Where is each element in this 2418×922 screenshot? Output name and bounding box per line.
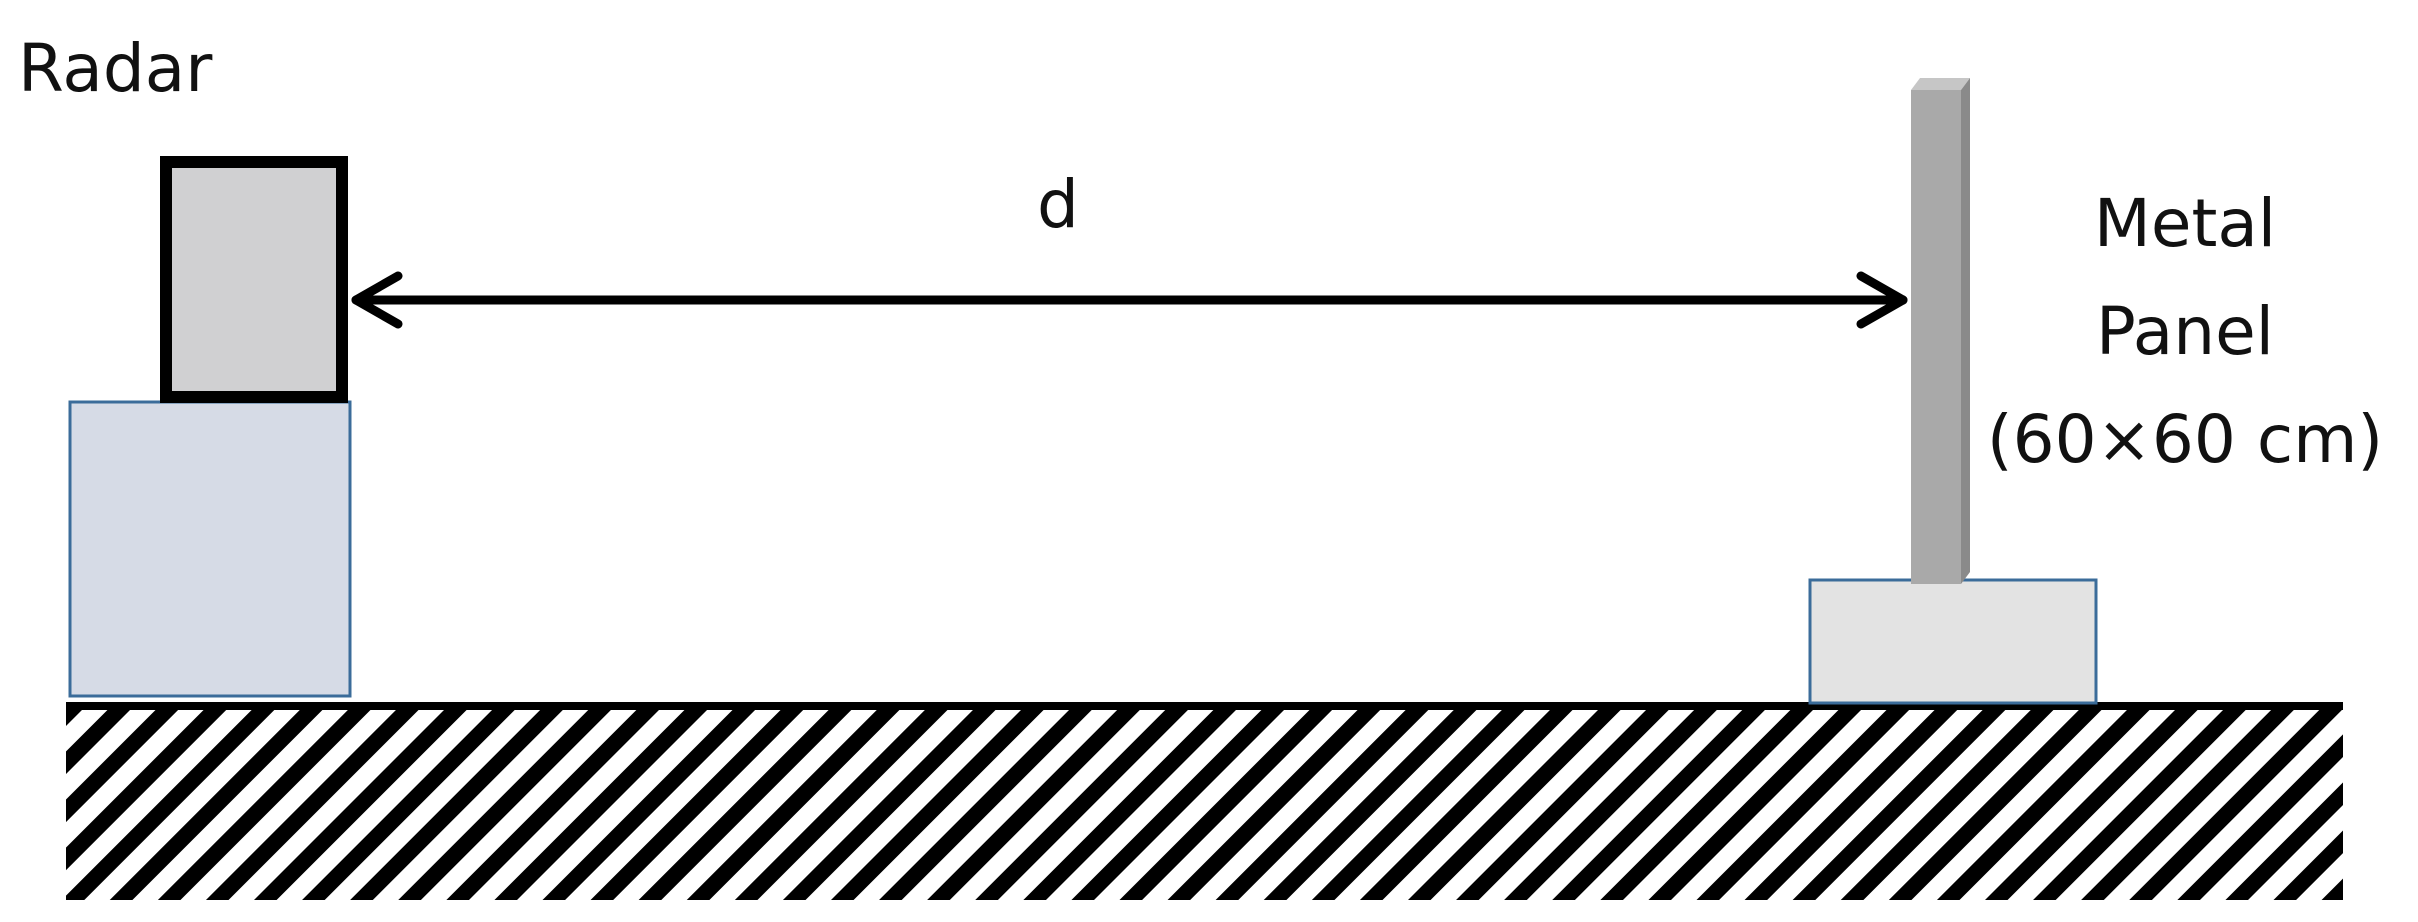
distance-arrow-head-right — [1856, 271, 1908, 329]
distance-arrow — [351, 271, 1908, 329]
metal-panel-side — [1961, 78, 1970, 584]
ground — [66, 702, 2343, 900]
metal-panel-face — [1911, 90, 1961, 584]
metal-panel-size-label: (60×60 cm) — [1986, 401, 2384, 478]
distance-arrow-head-left — [351, 271, 403, 329]
radar-stand — [68, 400, 352, 698]
metal-panel-label-line1: Metal — [2093, 185, 2277, 262]
ground-hatch — [66, 707, 2343, 900]
metal-panel-top — [1911, 78, 1970, 90]
radar-label: Radar — [18, 30, 213, 107]
metal-panel-label: Metal Panel (60×60 cm) — [1975, 170, 2395, 494]
metal-panel — [1911, 78, 1970, 584]
metal-panel-label-line2: Panel — [2095, 293, 2275, 370]
radar-unit — [160, 156, 348, 403]
distance-label: d — [1037, 166, 1079, 243]
panel-base — [1808, 578, 2098, 705]
